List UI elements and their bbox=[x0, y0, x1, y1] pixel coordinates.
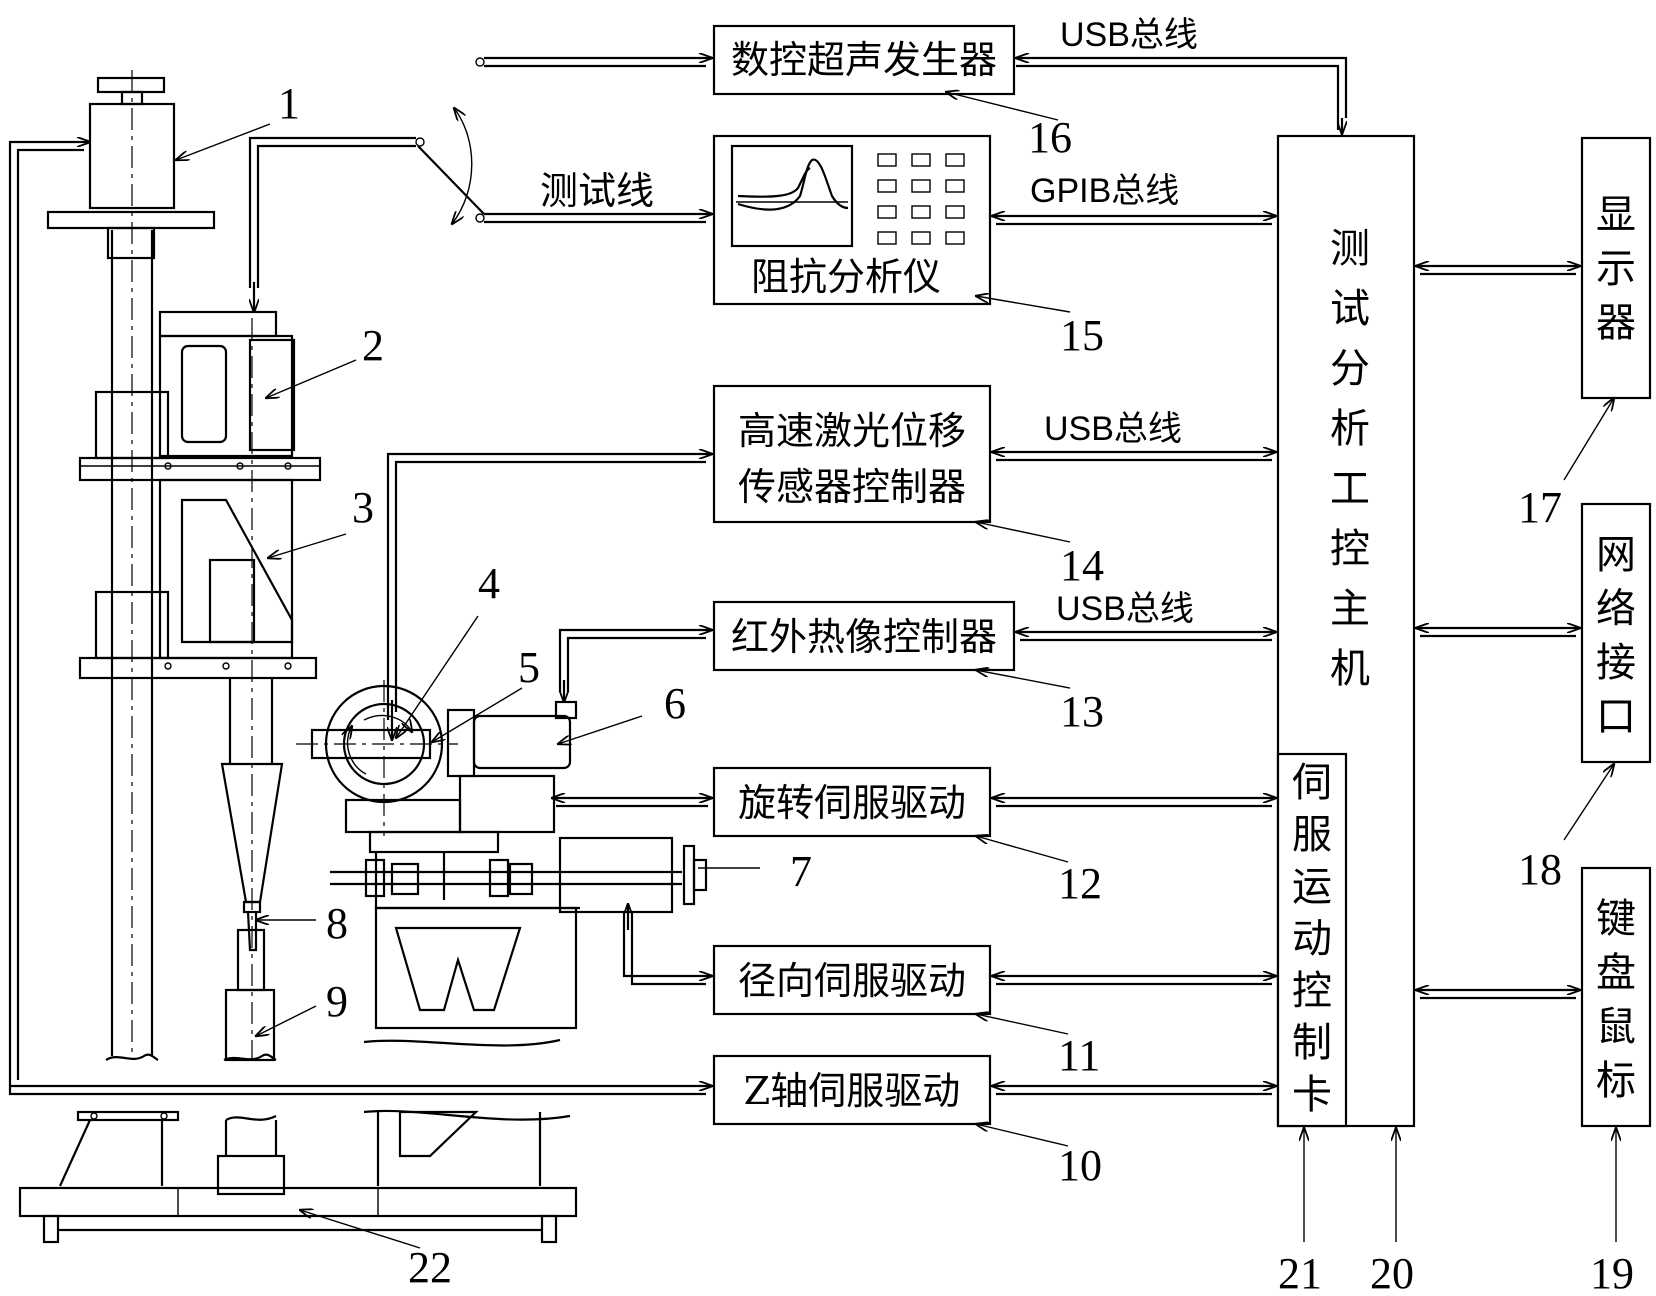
svg-text:络: 络 bbox=[1596, 586, 1636, 632]
svg-text:伺: 伺 bbox=[1292, 760, 1332, 806]
svg-text:控: 控 bbox=[1330, 526, 1370, 572]
ref-number-20: 20 bbox=[1370, 1249, 1414, 1296]
ref-number-15: 15 bbox=[1060, 311, 1104, 360]
svg-text:试: 试 bbox=[1330, 286, 1370, 332]
svg-text:接: 接 bbox=[1596, 640, 1636, 686]
usb-bus-label-infrared: USB总线 bbox=[1056, 590, 1194, 628]
svg-text:析: 析 bbox=[1330, 406, 1370, 452]
svg-text:分: 分 bbox=[1330, 346, 1370, 392]
ref-number-19: 19 bbox=[1590, 1249, 1634, 1296]
infrared-controller-label: 红外热像控制器 bbox=[731, 615, 997, 659]
svg-text:鼠: 鼠 bbox=[1596, 1004, 1636, 1050]
ref-number-11: 11 bbox=[1058, 1031, 1100, 1080]
svg-text:示: 示 bbox=[1596, 246, 1636, 292]
radial-servo-label: 径向伺服驱动 bbox=[738, 959, 966, 1003]
usb-bus-label-top: USB总线 bbox=[1060, 16, 1198, 54]
svg-text:标: 标 bbox=[1596, 1058, 1636, 1104]
impedance-analyzer-label: 阻抗分析仪 bbox=[751, 255, 941, 299]
ref-number-17: 17 bbox=[1518, 483, 1562, 532]
display-label: 显 示 器 bbox=[1596, 192, 1636, 346]
svg-text:卡: 卡 bbox=[1292, 1072, 1332, 1118]
signal-lines bbox=[10, 58, 712, 1094]
ref-number-2: 2 bbox=[362, 321, 384, 370]
ref-number-18: 18 bbox=[1518, 845, 1562, 894]
rotary-servo-label: 旋转伺服驱动 bbox=[738, 781, 966, 825]
ref-number-14: 14 bbox=[1060, 541, 1104, 590]
svg-text:键: 键 bbox=[1596, 896, 1636, 942]
gpib-bus-label: GPIB总线 bbox=[1030, 172, 1179, 210]
ultrasonic-generator-label: 数控超声发生器 bbox=[731, 38, 997, 82]
motion-card-label: 伺 服 运 动 控 制 卡 bbox=[1292, 760, 1332, 1118]
z-servo-label: Z轴伺服驱动 bbox=[744, 1069, 960, 1113]
usb-bus-label-laser: USB总线 bbox=[1044, 410, 1182, 448]
svg-text:主: 主 bbox=[1330, 586, 1370, 632]
svg-text:测: 测 bbox=[1330, 226, 1370, 272]
ref-number-22: 22 bbox=[408, 1243, 452, 1292]
svg-text:工: 工 bbox=[1330, 466, 1370, 512]
ref-number-16: 16 bbox=[1028, 113, 1072, 162]
svg-text:服: 服 bbox=[1292, 812, 1332, 858]
ref-number-12: 12 bbox=[1058, 859, 1102, 908]
svg-text:网: 网 bbox=[1596, 532, 1636, 578]
laser-controller-label-line2: 传感器控制器 bbox=[738, 465, 966, 509]
svg-text:动: 动 bbox=[1292, 916, 1332, 962]
ref-number-8: 8 bbox=[326, 899, 348, 948]
svg-text:制: 制 bbox=[1292, 1020, 1332, 1066]
ref-number-13: 13 bbox=[1060, 687, 1104, 736]
ref-number-1: 1 bbox=[278, 79, 300, 128]
svg-text:显: 显 bbox=[1596, 192, 1636, 238]
svg-text:口: 口 bbox=[1596, 694, 1636, 740]
ref-number-10: 10 bbox=[1058, 1141, 1102, 1190]
test-line-label: 测试线 bbox=[540, 169, 654, 213]
svg-text:盘: 盘 bbox=[1596, 950, 1636, 996]
ref-number-21: 21 bbox=[1278, 1249, 1322, 1296]
svg-text:机: 机 bbox=[1330, 646, 1370, 692]
machine-drawing bbox=[20, 70, 706, 1242]
ref-number-6: 6 bbox=[664, 679, 686, 728]
svg-text:运: 运 bbox=[1292, 864, 1332, 910]
ref-number-3: 3 bbox=[352, 483, 374, 532]
laser-controller-label-line1: 高速激光位移 bbox=[738, 409, 966, 453]
ref-number-9: 9 bbox=[326, 977, 348, 1026]
svg-text:控: 控 bbox=[1292, 968, 1332, 1014]
svg-text:器: 器 bbox=[1596, 300, 1636, 346]
ref-number-5: 5 bbox=[518, 643, 540, 692]
ref-number-7: 7 bbox=[790, 847, 812, 896]
ref-number-4: 4 bbox=[478, 559, 500, 608]
